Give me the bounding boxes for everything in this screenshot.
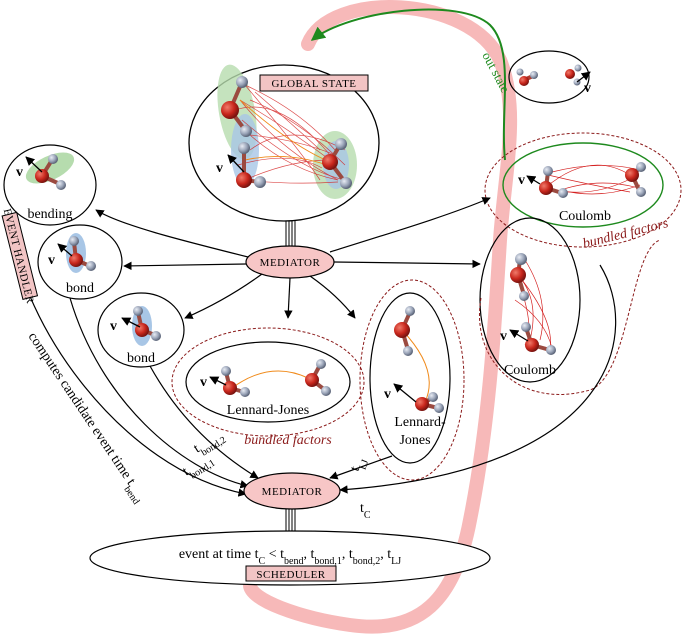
state-flow-loop <box>243 0 518 634</box>
factor-lj-right: v Lennard- Jones <box>359 279 465 481</box>
svg-text:Jones: Jones <box>399 433 430 448</box>
svg-text:bond: bond <box>127 351 155 366</box>
svg-text:bending: bending <box>27 207 72 222</box>
scheduler-event-text: event at time tC < tbend, tbond,1, tbond… <box>179 547 401 567</box>
factor-coulomb-mid: v Coulomb <box>479 217 661 395</box>
svg-text:Coulomb: Coulomb <box>504 363 556 378</box>
t-bond2-label: tbond,2 <box>191 427 228 460</box>
svg-text:v: v <box>16 165 23 180</box>
svg-text:Coulomb: Coulomb <box>559 209 611 224</box>
svg-text:v: v <box>584 81 591 96</box>
svg-text:Lennard-Jones: Lennard-Jones <box>227 403 309 418</box>
out-state-molecules: v <box>508 50 591 104</box>
factor-bond-2: v bond <box>97 292 185 368</box>
svg-text:v: v <box>200 375 207 390</box>
mediator-top: MEDIATOR <box>245 245 335 279</box>
global-state: v GLOBAL STATE <box>188 64 380 222</box>
svg-text:SCHEDULER: SCHEDULER <box>256 569 325 581</box>
svg-text:v: v <box>518 173 525 188</box>
svg-text:v: v <box>500 329 507 344</box>
t-c-label: tC <box>360 501 371 521</box>
bundled-factors-lj-left: v Lennard-Jones bundled factors <box>171 327 365 448</box>
svg-text:Lennard-: Lennard- <box>394 415 446 430</box>
out-state-arrow <box>310 8 506 161</box>
factor-bond-1: v bond <box>37 224 123 300</box>
svg-text:v: v <box>48 253 55 268</box>
factor-bending: v bending <box>3 144 97 226</box>
svg-text:MEDIATOR: MEDIATOR <box>262 486 323 498</box>
svg-text:v: v <box>216 161 223 176</box>
scheduler: event at time tC < tbend, tbond,1, tbond… <box>89 530 491 586</box>
t-lj-label: tLJ <box>348 455 371 475</box>
svg-text:v: v <box>110 319 117 334</box>
global-state-label: GLOBAL STATE <box>271 78 356 90</box>
svg-text:bond: bond <box>66 281 94 296</box>
svg-text:bundled factors: bundled factors <box>244 433 332 448</box>
svg-text:MEDIATOR: MEDIATOR <box>260 257 321 269</box>
svg-text:v: v <box>384 387 391 402</box>
mediator-bottom: MEDIATOR <box>243 472 341 510</box>
